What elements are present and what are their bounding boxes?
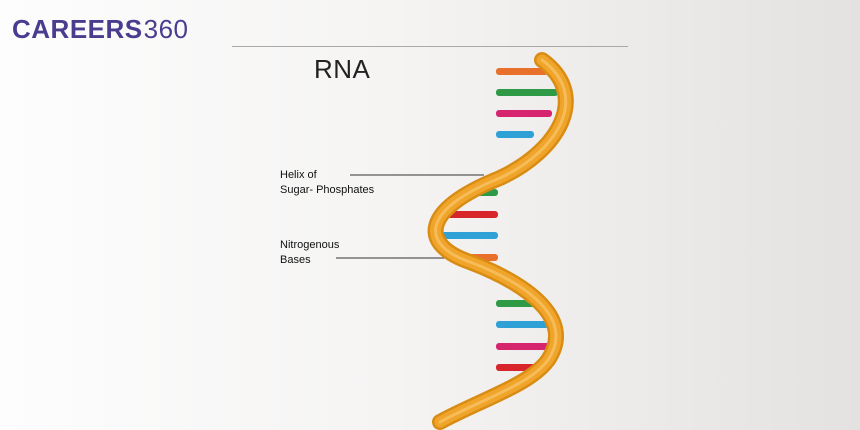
sugar-phosphate-backbone <box>427 52 574 430</box>
bases-label-line2: Bases <box>280 254 311 266</box>
logo-word: CAREERS <box>12 14 143 44</box>
nitrogenous-bases <box>440 68 558 371</box>
base-blue-3 <box>496 321 556 328</box>
bases-label: Nitrogenous Bases <box>280 238 410 268</box>
helix-label-line1: Helix of <box>280 169 317 181</box>
diagram-title: RNA <box>314 54 371 84</box>
base-green-1 <box>496 89 558 96</box>
base-blue-2 <box>440 232 498 239</box>
helix-label-line2: Sugar- Phosphates <box>280 184 375 196</box>
logo-number: 360 <box>143 14 189 44</box>
helix-label: Helix of Sugar- Phosphates <box>280 168 410 198</box>
careers360-logo[interactable]: CAREERS 360 <box>12 12 189 46</box>
base-red-1 <box>446 211 498 218</box>
base-red-2 <box>496 364 536 371</box>
backbone-highlight <box>434 58 568 424</box>
base-pink-1 <box>496 110 552 117</box>
top-divider <box>232 46 628 47</box>
base-blue-1 <box>496 131 534 138</box>
bases-label-line1: Nitrogenous <box>280 239 340 251</box>
base-orange-1 <box>496 68 548 75</box>
base-pink-2 <box>496 343 556 350</box>
